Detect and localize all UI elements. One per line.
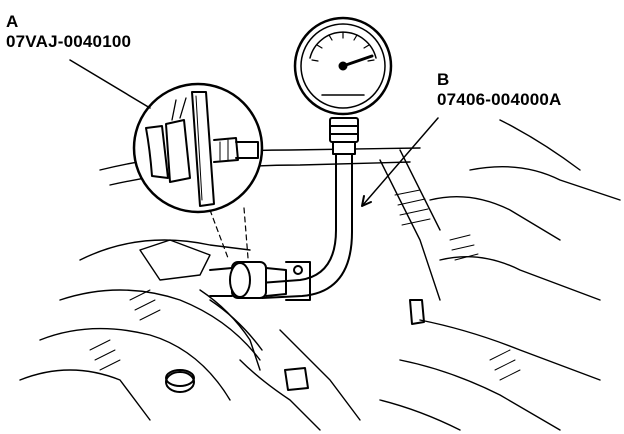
callout-b-part-number: 07406-004000A	[437, 89, 562, 109]
callout-a: A 07VAJ-0040100	[6, 12, 131, 51]
leader-b	[361, 117, 439, 207]
gauge-hose	[259, 149, 353, 299]
gauge-fitting	[329, 117, 359, 155]
engine-background	[19, 119, 621, 431]
engine-plug	[165, 369, 195, 393]
callout-b-letter: B	[437, 70, 450, 89]
pressure-gauge-icon	[293, 16, 393, 116]
callout-b: B 07406-004000A	[437, 70, 562, 109]
detail-projection	[209, 207, 249, 259]
magnified-detail-circle	[132, 82, 264, 214]
leader-a	[69, 59, 151, 109]
callout-a-letter: A	[6, 12, 19, 31]
hose-clamp	[284, 299, 425, 391]
fuel-connector	[209, 261, 311, 301]
hatching	[89, 189, 521, 381]
callout-a-part-number: 07VAJ-0040100	[6, 31, 132, 51]
